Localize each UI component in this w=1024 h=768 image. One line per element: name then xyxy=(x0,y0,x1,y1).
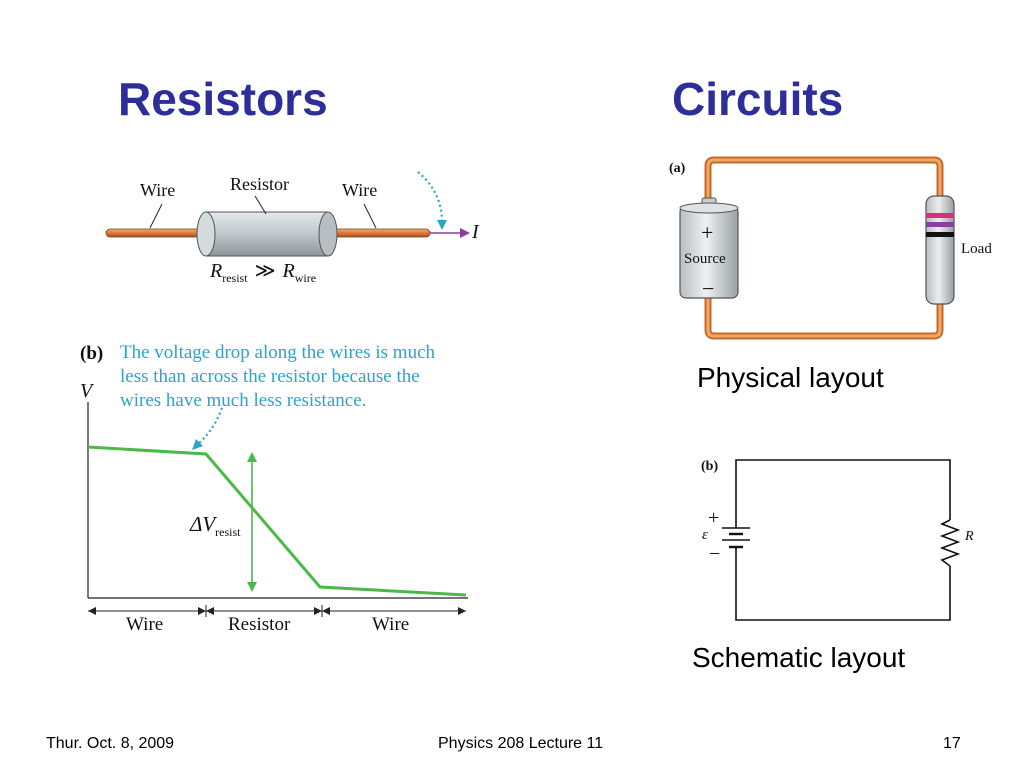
physical-panel-label: (a) xyxy=(669,161,686,176)
segment-arrow-2 xyxy=(198,607,206,615)
battery-minus: − xyxy=(702,276,715,301)
schematic-resistor xyxy=(939,519,961,567)
segment-arrow-3 xyxy=(206,607,214,615)
resistance-relation: Rresist ≫ Rwire xyxy=(210,258,316,286)
annotation-line-2: less than across the resistor because th… xyxy=(120,366,420,387)
segment-arrow-6 xyxy=(458,607,466,615)
resistor-body xyxy=(205,211,329,257)
battery-top xyxy=(679,202,739,214)
schematic-minus: − xyxy=(709,543,721,565)
load-band-purple xyxy=(926,222,954,227)
resistor-end-right xyxy=(318,211,338,257)
delta-v-arrow-top xyxy=(247,452,257,462)
relation-R1: R xyxy=(210,260,223,282)
annotation-line-3: wires have much less resistance. xyxy=(120,390,367,411)
relation-sub1: resist xyxy=(222,271,248,285)
schematic-wire-bottom xyxy=(735,548,951,621)
segment-arrow-4 xyxy=(314,607,322,615)
dotted-pointer-plot xyxy=(197,407,224,445)
relation-op: ≫ xyxy=(254,260,276,282)
label-current: I xyxy=(472,221,479,243)
schematic-wire xyxy=(735,459,951,528)
plot-panel-label: (b) xyxy=(80,343,104,364)
leader-wire-right xyxy=(363,203,377,229)
footer-date: Thur. Oct. 8, 2009 xyxy=(46,735,175,752)
schematic-panel-label: (b) xyxy=(701,459,719,474)
leader-wire-left xyxy=(149,203,163,229)
delta-v-label: ΔVresist xyxy=(190,512,241,540)
segment-label-wire-1: Wire xyxy=(126,614,164,635)
plot-annotation: The voltage drop along the wires is much… xyxy=(120,341,435,413)
label-resistor: Resistor xyxy=(230,174,290,194)
title-resistors: Resistors xyxy=(118,73,328,125)
current-arrowhead xyxy=(460,228,470,238)
load-label: Load xyxy=(961,241,992,257)
resistor-end-left xyxy=(196,211,216,257)
relation-R2: R xyxy=(282,260,295,282)
title-circuits: Circuits xyxy=(672,73,844,125)
segment-label-wire-2: Wire xyxy=(372,614,410,635)
segment-label-resistor: Resistor xyxy=(228,614,291,635)
footer-page-number: 17 xyxy=(943,735,961,752)
leader-resistor xyxy=(254,195,267,215)
relation-sub2: wire xyxy=(294,271,317,285)
schematic-resistor-label: R xyxy=(965,529,974,544)
dotted-pointer-top-head xyxy=(437,220,447,230)
segment-arrow-5 xyxy=(322,607,330,615)
delta-v-symbol: ΔV xyxy=(190,512,216,536)
load-band-red xyxy=(926,213,954,218)
schematic-emf-label: ε xyxy=(702,527,708,543)
battery-source-label: Source xyxy=(684,251,726,267)
label-wire-right: Wire xyxy=(342,180,378,200)
schematic-plus: + xyxy=(708,507,720,529)
load-band-black xyxy=(926,232,954,237)
delta-v-sub: resist xyxy=(215,525,241,540)
battery-plus: + xyxy=(701,220,714,245)
annotation-line-1: The voltage drop along the wires is much xyxy=(120,342,436,363)
footer-course: Physics 208 Lecture 11 xyxy=(438,735,604,752)
voltage-curve xyxy=(87,445,467,597)
caption-schematic-layout: Schematic layout xyxy=(692,642,906,673)
dotted-pointer-plot-head xyxy=(192,439,203,450)
caption-physical-layout: Physical layout xyxy=(697,362,884,393)
segment-arrow-1 xyxy=(88,607,96,615)
delta-v-arrow-bottom xyxy=(247,582,257,592)
physical-wire-loop-highlight xyxy=(706,158,942,338)
y-axis-label: V xyxy=(80,380,93,402)
label-wire-left: Wire xyxy=(140,180,176,200)
